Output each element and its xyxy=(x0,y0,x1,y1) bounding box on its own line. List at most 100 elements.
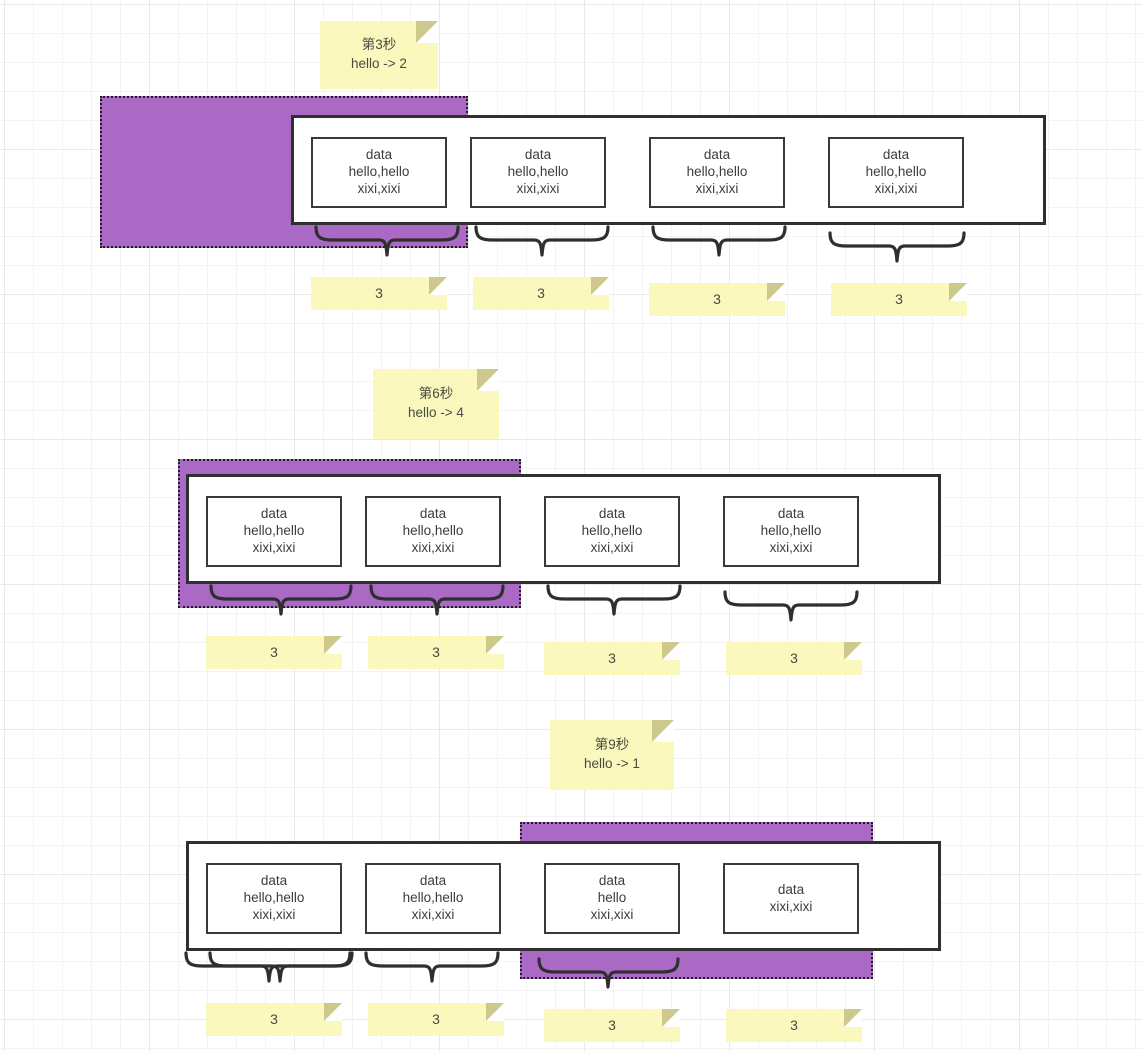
row-1-count-note-1: 3 xyxy=(311,277,447,310)
card-line-3: xixi,xixi xyxy=(411,539,455,555)
count-value: 3 xyxy=(537,284,545,301)
card-line-3: xixi,xixi xyxy=(252,539,296,555)
row-3-count-note-1: 3 xyxy=(206,1003,342,1036)
card-line-3: xixi,xixi xyxy=(590,539,634,555)
card-line-1: data xyxy=(777,506,805,522)
row-2-count-note-4: 3 xyxy=(726,642,862,675)
count-value: 3 xyxy=(608,1016,616,1033)
sticky-fold-icon xyxy=(486,636,504,654)
sticky-fold-icon xyxy=(844,1009,862,1027)
card-line-1: data xyxy=(365,147,393,163)
row-2-card-3: data hello,hello xixi,xixi xyxy=(544,496,680,567)
card-line-2: hello,hello xyxy=(507,164,569,180)
row-1-card-2: data hello,hello xixi,xixi xyxy=(470,137,606,208)
row-3-note-line-1: 第9秒 xyxy=(594,737,630,753)
card-line-2: hello,hello xyxy=(402,890,464,906)
card-line-1: data xyxy=(260,873,288,889)
count-value: 3 xyxy=(432,643,440,660)
row-3-card-1: data hello,hello xixi,xixi xyxy=(206,863,342,934)
sticky-fold-icon xyxy=(662,1009,680,1027)
row-2-count-note-1: 3 xyxy=(206,636,342,669)
row-3-card-3: data hello xixi,xixi xyxy=(544,863,680,934)
card-line-2: hello,hello xyxy=(348,164,410,180)
row-3-brace-1 xyxy=(183,951,355,983)
row-2-count-note-3: 3 xyxy=(544,642,680,675)
card-line-2: hello,hello xyxy=(243,523,305,539)
card-line-2: hello,hello xyxy=(686,164,748,180)
sticky-fold-icon xyxy=(767,283,785,301)
card-line-2: hello,hello xyxy=(581,523,643,539)
sticky-fold-icon xyxy=(324,636,342,654)
card-line-3: xixi,xixi xyxy=(252,906,296,922)
count-value: 3 xyxy=(375,284,383,301)
count-value: 3 xyxy=(895,290,903,307)
count-value: 3 xyxy=(432,1010,440,1027)
row-3-time-note: 第9秒 hello -> 1 xyxy=(550,720,674,790)
row-2-note-line-1: 第6秒 xyxy=(418,386,454,402)
row-2-card-4: data hello,hello xixi,xixi xyxy=(723,496,859,567)
row-2-brace-3 xyxy=(545,584,683,616)
card-line-3: xixi,xixi xyxy=(590,906,634,922)
row-3-card-4: data xixi,xixi xyxy=(723,863,859,934)
card-line-1: data xyxy=(598,506,626,522)
sticky-fold-icon xyxy=(591,277,609,295)
card-line-2: hello,hello xyxy=(760,523,822,539)
row-1-brace-3 xyxy=(650,225,788,257)
card-line-3: xixi,xixi xyxy=(769,539,813,555)
row-1-card-4: data hello,hello xixi,xixi xyxy=(828,137,964,208)
card-line-1: data xyxy=(777,881,805,897)
count-value: 3 xyxy=(270,1010,278,1027)
card-line-3: xixi,xixi xyxy=(357,180,401,196)
row-2-card-2: data hello,hello xixi,xixi xyxy=(365,496,501,567)
sticky-fold-icon xyxy=(652,720,674,742)
sticky-fold-icon xyxy=(949,283,967,301)
card-line-3: xixi,xixi xyxy=(516,180,560,196)
card-line-2: hello,hello xyxy=(402,523,464,539)
row-1-note-line-1: 第3秒 xyxy=(361,37,397,53)
card-line-1: data xyxy=(598,873,626,889)
row-3-count-note-4: 3 xyxy=(726,1009,862,1042)
row-2-card-1: data hello,hello xixi,xixi xyxy=(206,496,342,567)
count-value: 3 xyxy=(713,290,721,307)
row-1-note-line-2: hello -> 2 xyxy=(351,56,407,71)
card-line-1: data xyxy=(419,873,447,889)
sticky-fold-icon xyxy=(486,1003,504,1021)
row-1-count-note-3: 3 xyxy=(649,283,785,316)
sticky-fold-icon xyxy=(416,21,438,43)
row-1-count-note-2: 3 xyxy=(473,277,609,310)
row-1-card-3: data hello,hello xixi,xixi xyxy=(649,137,785,208)
row-3-note-line-2: hello -> 1 xyxy=(584,756,640,771)
row-1-brace-4 xyxy=(827,231,967,263)
row-1-time-note: 第3秒 hello -> 2 xyxy=(320,21,438,89)
count-value: 3 xyxy=(790,649,798,666)
card-line-2: hello,hello xyxy=(243,890,305,906)
card-line-1: data xyxy=(260,506,288,522)
sticky-fold-icon xyxy=(844,642,862,660)
card-line-3: xixi,xixi xyxy=(411,906,455,922)
row-1-card-1: data hello,hello xixi,xixi xyxy=(311,137,447,208)
row-1-count-note-4: 3 xyxy=(831,283,967,316)
row-2-count-note-2: 3 xyxy=(368,636,504,669)
row-3-brace-1b xyxy=(207,951,353,983)
sticky-fold-icon xyxy=(662,642,680,660)
card-line-2: hello xyxy=(597,890,627,906)
row-2-brace-4 xyxy=(722,590,860,622)
row-2-note-line-2: hello -> 4 xyxy=(408,405,464,420)
sticky-fold-icon xyxy=(429,277,447,295)
count-value: 3 xyxy=(608,649,616,666)
row-3-count-note-2: 3 xyxy=(368,1003,504,1036)
row-2-time-note: 第6秒 hello -> 4 xyxy=(373,369,499,439)
sticky-fold-icon xyxy=(477,369,499,391)
row-3-brace-2 xyxy=(363,951,501,983)
card-line-1: data xyxy=(419,506,447,522)
card-line-3: xixi,xixi xyxy=(695,180,739,196)
card-line-2: xixi,xixi xyxy=(769,898,813,914)
count-value: 3 xyxy=(790,1016,798,1033)
card-line-1: data xyxy=(524,147,552,163)
sticky-fold-icon xyxy=(324,1003,342,1021)
card-line-1: data xyxy=(703,147,731,163)
card-line-1: data xyxy=(882,147,910,163)
card-line-3: xixi,xixi xyxy=(874,180,918,196)
card-line-2: hello,hello xyxy=(865,164,927,180)
